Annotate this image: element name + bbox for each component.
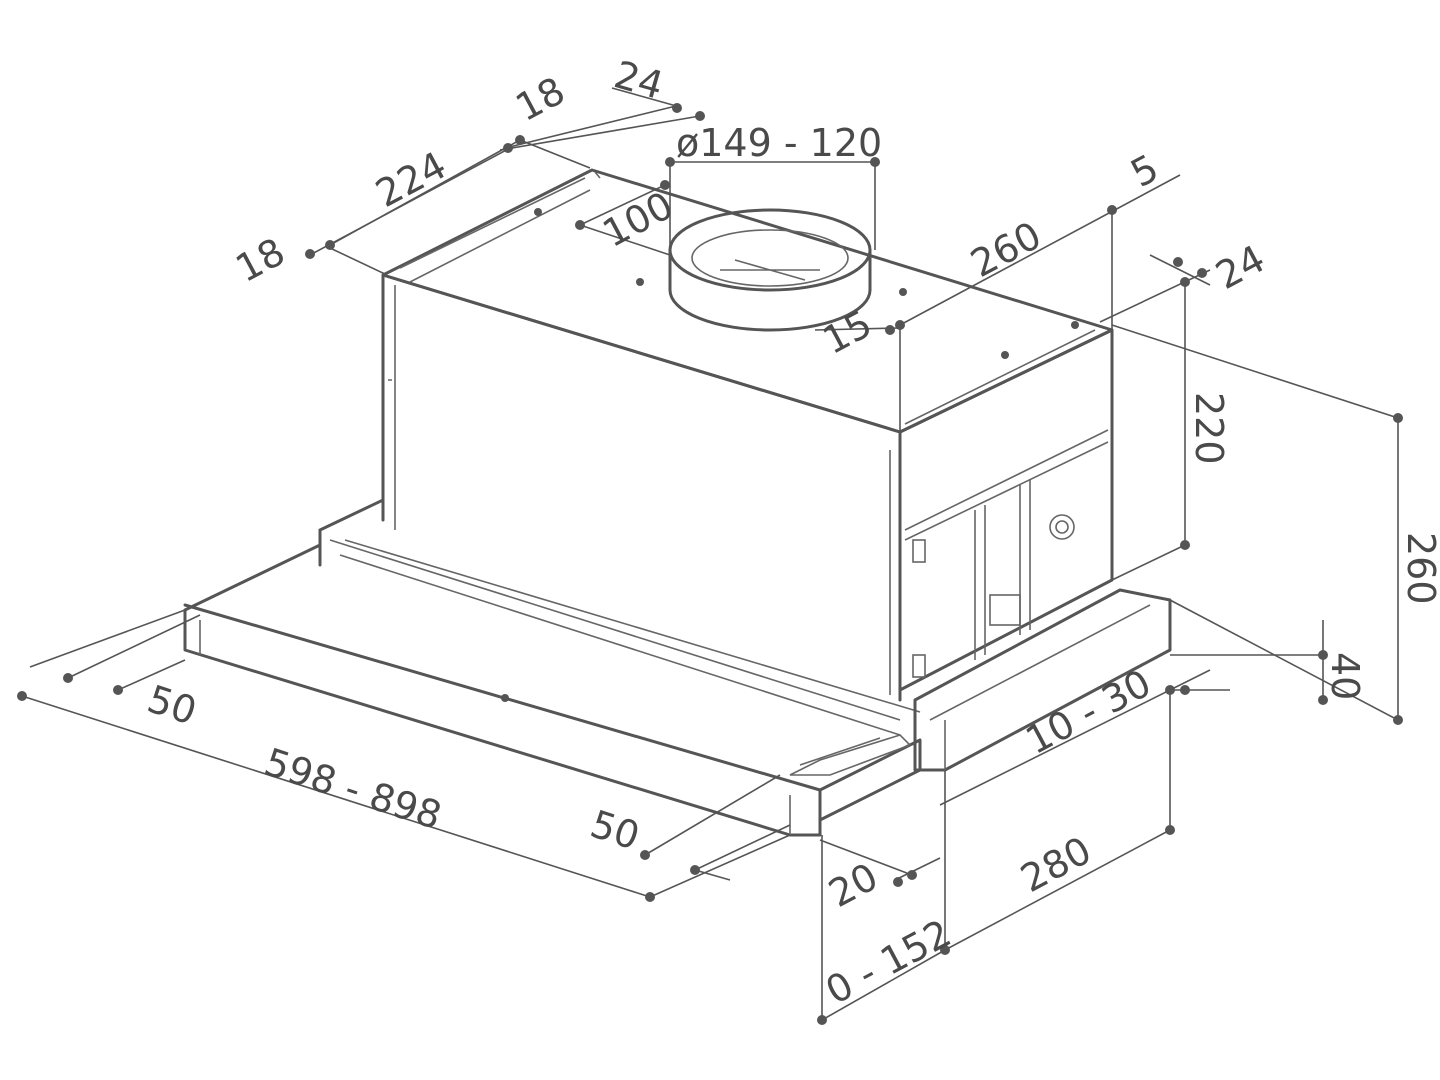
dim-10-30: 10 - 30 <box>1019 661 1158 763</box>
dim-50-left: 50 <box>142 677 202 734</box>
dim-24-top: 24 <box>610 52 669 108</box>
dim-40: 40 <box>1323 652 1367 700</box>
dimension-labels: 24 18 ø149 - 120 224 18 100 5 260 24 15 … <box>142 52 1440 1013</box>
hood-body <box>183 168 1172 837</box>
dimension-dots <box>17 103 1403 1025</box>
dim-260-top: 260 <box>964 213 1049 286</box>
dim-18-top: 18 <box>509 68 572 130</box>
dimension-lines <box>21 87 1399 1021</box>
dim-224: 224 <box>369 143 454 216</box>
dim-5: 5 <box>1124 146 1166 196</box>
box-right-face <box>898 328 1114 692</box>
dim-50-bottom: 50 <box>585 802 645 859</box>
dim-24-right: 24 <box>1209 236 1272 298</box>
dim-15: 15 <box>816 301 879 363</box>
dim-598-898: 598 - 898 <box>259 740 447 838</box>
dim-duct-diameter: ø149 - 120 <box>676 121 882 165</box>
dim-18-left: 18 <box>229 229 292 291</box>
dim-260-right: 260 <box>1399 532 1440 605</box>
box-top-face <box>381 168 1114 434</box>
dim-0-152: 0 - 152 <box>819 911 958 1013</box>
dim-20: 20 <box>822 854 885 916</box>
dim-220: 220 <box>1187 392 1231 465</box>
lower-frame <box>183 498 822 837</box>
